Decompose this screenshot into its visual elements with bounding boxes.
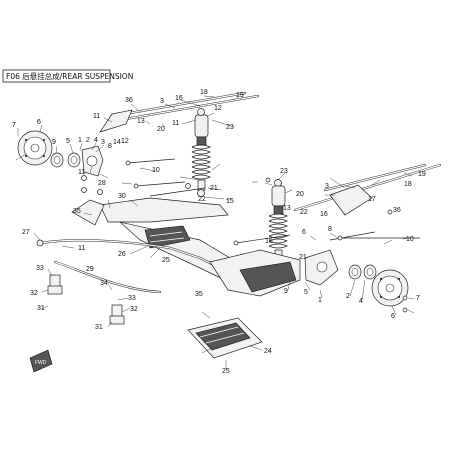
callout-11: 11 (172, 120, 179, 127)
callout-1: 1 (318, 297, 322, 304)
callout-9: 9 (52, 139, 56, 146)
callout-5: 5 (304, 289, 308, 296)
callout-22: 22 (300, 209, 308, 216)
callout-18: 18 (404, 181, 412, 188)
svg-text:FWD: FWD (35, 360, 47, 366)
callout-22: 22 (198, 196, 206, 203)
callout-15: 15 (265, 238, 273, 245)
callout-6: 6 (302, 229, 306, 236)
callout-10: 10 (406, 236, 414, 243)
callout-20: 20 (157, 126, 165, 133)
title-box: F06 后悬挂总成/REAR SUSPENSION (2, 69, 133, 83)
callout-4: 4 (359, 298, 363, 305)
callout-2: 2 (86, 137, 90, 144)
callout-11: 11 (93, 113, 100, 120)
callout-35: 35 (73, 208, 81, 215)
callout-14: 14 (113, 139, 121, 146)
callout-23: 23 (226, 124, 234, 131)
callout-9: 9 (284, 288, 288, 295)
callout-7: 7 (12, 122, 16, 129)
callout-4: 4 (94, 137, 98, 144)
skid-plate (187, 317, 263, 359)
callout-2: 2 (346, 293, 350, 300)
callout-31: 31 (95, 324, 103, 331)
callout-16: 16 (320, 211, 328, 218)
callout-17: 17 (368, 196, 376, 203)
callout-11: 11 (78, 245, 85, 252)
callout-32: 32 (130, 306, 138, 313)
callout-12: 12 (121, 138, 129, 145)
fwd-arrow-icon: FWD (29, 349, 53, 373)
callout-8: 8 (108, 143, 112, 150)
callout-6: 6 (391, 313, 395, 320)
callout-24: 24 (264, 348, 272, 355)
callout-6: 6 (37, 119, 41, 126)
callout-20: 20 (296, 191, 304, 198)
callout-3: 3 (101, 139, 105, 146)
callout-32: 32 (30, 290, 38, 297)
callout-29: 29 (86, 266, 94, 273)
callout-33: 33 (36, 265, 44, 272)
callout-21: 21 (299, 254, 307, 261)
callout-12: 12 (214, 105, 222, 112)
callout-34: 34 (100, 280, 108, 287)
callout-3: 3 (325, 183, 329, 190)
callout-28: 28 (98, 180, 106, 187)
callout-1: 1 (78, 137, 82, 144)
callout-3: 3 (160, 98, 164, 105)
callout-19: 19 (236, 92, 244, 99)
shock-absorber-right (268, 179, 288, 267)
callout-35: 35 (195, 291, 203, 298)
callout-7: 7 (416, 295, 420, 302)
callout-11: 11 (78, 169, 85, 176)
callout-26: 26 (118, 251, 126, 258)
callout-13: 13 (137, 118, 145, 125)
callout-15: 15 (226, 198, 234, 205)
callout-labels: 36 3 16 18 19 11 13 20 11 12 23 7 6 9 5 … (12, 89, 426, 375)
callout-18: 18 (200, 89, 208, 96)
callout-31: 31 (37, 305, 45, 312)
brake-disc-right (371, 269, 409, 307)
callout-30: 30 (118, 193, 126, 200)
callout-8: 8 (328, 226, 332, 233)
callout-25: 25 (162, 257, 170, 264)
callout-36: 36 (125, 97, 133, 104)
brake-disc-left (17, 130, 53, 166)
callout-10: 10 (152, 167, 160, 174)
callout-13: 13 (283, 205, 291, 212)
shock-absorber-left (191, 108, 211, 197)
callout-21: 21 (210, 185, 218, 192)
hub-right (348, 264, 377, 280)
callout-5: 5 (66, 138, 70, 145)
callout-25: 25 (222, 368, 230, 375)
lower-arm-right (209, 249, 339, 297)
bolts-right (233, 177, 420, 313)
callout-16: 16 (175, 95, 183, 102)
upper-rod-left (99, 91, 260, 133)
hub-left (50, 145, 104, 177)
callout-33: 33 (128, 295, 136, 302)
bolts-left (81, 158, 206, 197)
callout-23: 23 (280, 168, 288, 175)
callout-36: 36 (393, 207, 401, 214)
callout-27: 27 (22, 229, 30, 236)
leader-lines (15, 95, 415, 369)
stabilizer-bar (36, 239, 242, 325)
diagram-title: F06 后悬挂总成/REAR SUSPENSION (6, 71, 133, 81)
callout-19: 19 (418, 171, 426, 178)
